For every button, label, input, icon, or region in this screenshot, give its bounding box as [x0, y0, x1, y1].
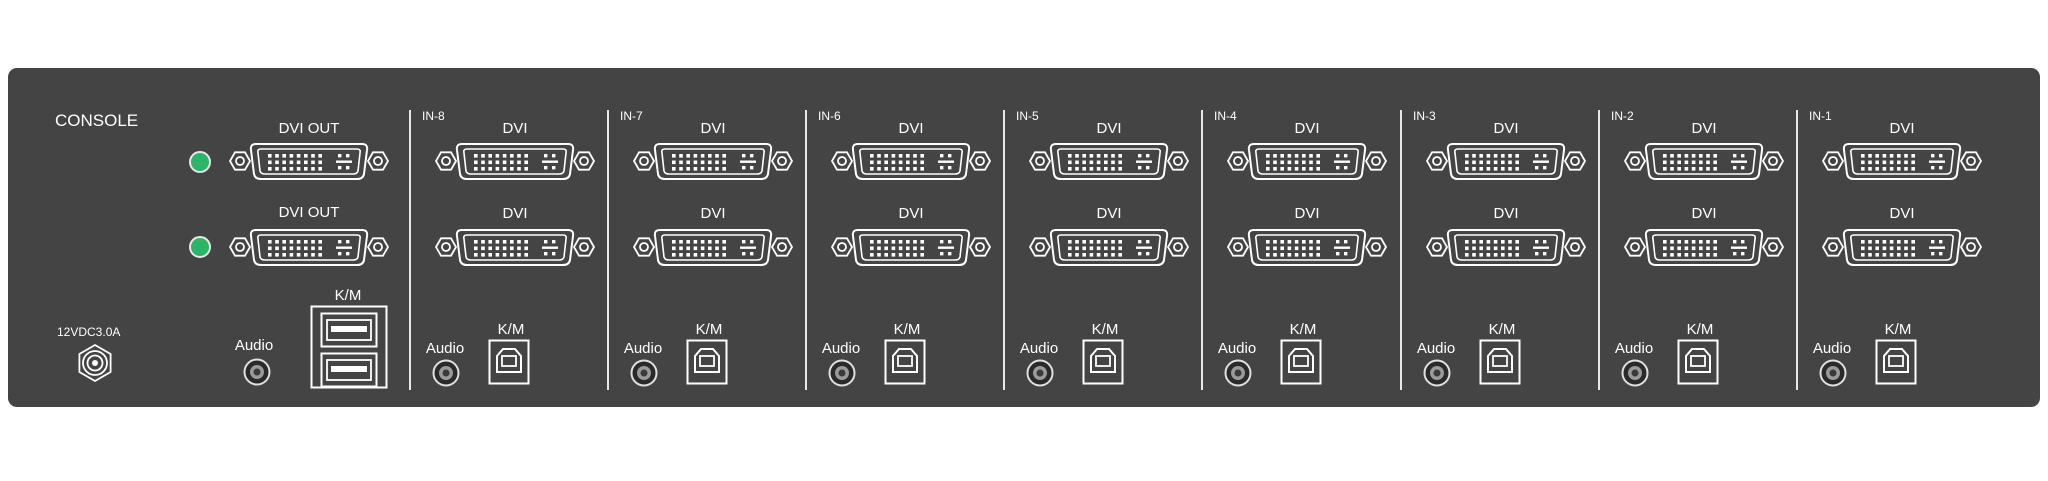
console-audio-jack[interactable]: [243, 358, 271, 386]
input-audio-label-in-2: Audio: [1614, 340, 1654, 357]
input-name-label-in-6: IN-6: [818, 109, 841, 123]
console-dvi-out-port-1[interactable]: [228, 136, 390, 186]
input-dvi-label-bottom-in-6: DVI: [898, 205, 924, 222]
input-usb-b-port-in-6[interactable]: [884, 339, 926, 385]
input-dvi-port-bottom-in-2[interactable]: [1623, 222, 1785, 272]
input-audio-jack-in-4[interactable]: [1224, 359, 1252, 387]
input-dvi-port-top-in-3[interactable]: [1425, 136, 1587, 186]
input-dvi-label-top-in-6: DVI: [898, 120, 924, 137]
power-label: 12VDC3.0A: [57, 325, 121, 339]
section-divider: [805, 110, 807, 390]
input-name-label-in-4: IN-4: [1214, 109, 1237, 123]
input-dvi-port-top-in-7[interactable]: [632, 136, 794, 186]
input-name-label-in-5: IN-5: [1016, 109, 1039, 123]
input-audio-label-in-7: Audio: [623, 340, 663, 357]
section-divider: [1201, 110, 1203, 390]
section-divider: [1598, 110, 1600, 390]
input-name-label-in-3: IN-3: [1413, 109, 1436, 123]
input-dvi-label-top-in-5: DVI: [1096, 120, 1122, 137]
console-title: CONSOLE: [55, 111, 139, 130]
input-dvi-label-top-in-7: DVI: [700, 120, 726, 137]
input-km-label-in-1: K/M: [1884, 321, 1912, 338]
input-name-label-in-2: IN-2: [1611, 109, 1634, 123]
input-dvi-port-top-in-5[interactable]: [1028, 136, 1190, 186]
input-audio-jack-in-5[interactable]: [1026, 359, 1054, 387]
input-audio-jack-in-8[interactable]: [432, 359, 460, 387]
input-km-label-in-2: K/M: [1686, 321, 1714, 338]
input-audio-label-in-3: Audio: [1416, 340, 1456, 357]
input-dvi-label-bottom-in-1: DVI: [1889, 205, 1915, 222]
input-dvi-label-bottom-in-5: DVI: [1096, 205, 1122, 222]
input-dvi-port-bottom-in-6[interactable]: [830, 222, 992, 272]
input-dvi-port-bottom-in-8[interactable]: [434, 222, 596, 272]
input-usb-b-port-in-8[interactable]: [488, 339, 530, 385]
input-dvi-label-bottom-in-8: DVI: [502, 205, 528, 222]
power-jack-icon[interactable]: [75, 343, 115, 383]
input-dvi-label-top-in-2: DVI: [1691, 120, 1717, 137]
input-audio-label-in-6: Audio: [821, 340, 861, 357]
input-audio-jack-in-1[interactable]: [1819, 359, 1847, 387]
section-divider: [1400, 110, 1402, 390]
input-audio-label-in-4: Audio: [1217, 340, 1257, 357]
input-km-label-in-3: K/M: [1488, 321, 1516, 338]
input-km-label-in-4: K/M: [1289, 321, 1317, 338]
input-name-label-in-1: IN-1: [1809, 109, 1832, 123]
console-led-2: [189, 236, 211, 258]
input-dvi-port-bottom-in-4[interactable]: [1226, 222, 1388, 272]
input-usb-b-port-in-5[interactable]: [1082, 339, 1124, 385]
input-audio-label-in-1: Audio: [1812, 340, 1852, 357]
section-divider: [607, 110, 609, 390]
input-dvi-port-top-in-4[interactable]: [1226, 136, 1388, 186]
input-dvi-port-bottom-in-3[interactable]: [1425, 222, 1587, 272]
input-dvi-label-top-in-3: DVI: [1493, 120, 1519, 137]
input-dvi-port-bottom-in-1[interactable]: [1821, 222, 1983, 272]
console-dvi-out-label-1: DVI OUT: [278, 120, 340, 137]
input-name-label-in-8: IN-8: [422, 109, 445, 123]
console-usb-a-port-1[interactable]: [320, 312, 378, 348]
input-usb-b-port-in-3[interactable]: [1479, 339, 1521, 385]
section-divider: [409, 110, 411, 390]
input-dvi-label-bottom-in-4: DVI: [1294, 205, 1320, 222]
section-divider: [1003, 110, 1005, 390]
console-usb-a-port-2[interactable]: [320, 352, 378, 388]
input-usb-b-port-in-4[interactable]: [1280, 339, 1322, 385]
input-audio-label-in-5: Audio: [1019, 340, 1059, 357]
input-audio-jack-in-3[interactable]: [1423, 359, 1451, 387]
input-dvi-port-top-in-2[interactable]: [1623, 136, 1785, 186]
input-dvi-label-bottom-in-3: DVI: [1493, 205, 1519, 222]
console-audio-label: Audio: [234, 337, 274, 354]
input-usb-b-port-in-7[interactable]: [686, 339, 728, 385]
input-km-label-in-7: K/M: [695, 321, 723, 338]
input-audio-label-in-8: Audio: [425, 340, 465, 357]
input-dvi-label-bottom-in-2: DVI: [1691, 205, 1717, 222]
input-km-label-in-8: K/M: [497, 321, 525, 338]
console-dvi-out-port-2[interactable]: [228, 222, 390, 272]
input-dvi-port-top-in-1[interactable]: [1821, 136, 1983, 186]
input-audio-jack-in-7[interactable]: [630, 359, 658, 387]
input-dvi-label-top-in-1: DVI: [1889, 120, 1915, 137]
input-usb-b-port-in-1[interactable]: [1875, 339, 1917, 385]
console-dvi-out-label-2: DVI OUT: [278, 204, 340, 221]
kvm-rear-panel: [8, 68, 2040, 407]
input-audio-jack-in-6[interactable]: [828, 359, 856, 387]
input-dvi-port-top-in-6[interactable]: [830, 136, 992, 186]
console-km-label: K/M: [334, 287, 362, 304]
input-km-label-in-6: K/M: [893, 321, 921, 338]
input-dvi-label-bottom-in-7: DVI: [700, 205, 726, 222]
input-km-label-in-5: K/M: [1091, 321, 1119, 338]
console-led-1: [189, 151, 211, 173]
input-dvi-port-top-in-8[interactable]: [434, 136, 596, 186]
input-audio-jack-in-2[interactable]: [1621, 359, 1649, 387]
input-name-label-in-7: IN-7: [620, 109, 643, 123]
input-dvi-port-bottom-in-5[interactable]: [1028, 222, 1190, 272]
input-usb-b-port-in-2[interactable]: [1677, 339, 1719, 385]
input-dvi-label-top-in-8: DVI: [502, 120, 528, 137]
input-dvi-label-top-in-4: DVI: [1294, 120, 1320, 137]
input-dvi-port-bottom-in-7[interactable]: [632, 222, 794, 272]
section-divider: [1796, 110, 1798, 390]
